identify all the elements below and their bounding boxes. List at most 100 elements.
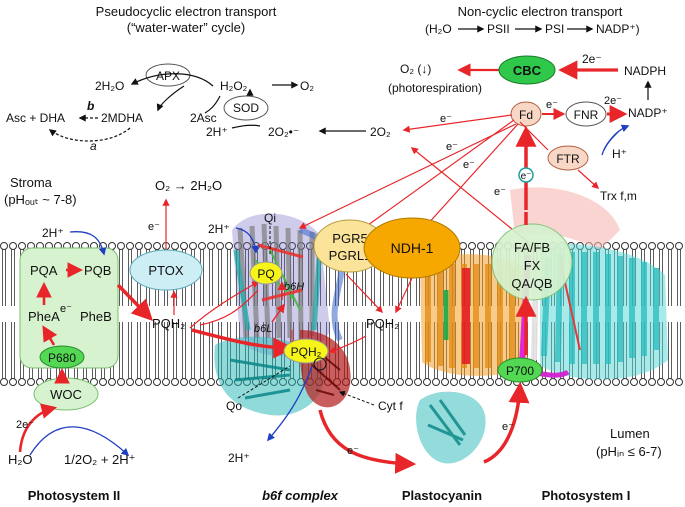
nadp-label: NADP⁺ <box>628 106 668 120</box>
ftr-ellipse <box>547 145 589 171</box>
photorespiration-label: (photorespiration) <box>388 81 482 95</box>
water-asc-dha: Asc + DHA <box>6 111 65 125</box>
psii-pqa: PQA <box>30 263 58 278</box>
noncyclic-title: Non-cyclic electron transport <box>458 4 623 19</box>
lipid-head <box>477 378 485 386</box>
fnr-label: FNR <box>574 108 599 122</box>
fd-o2-e: e⁻ <box>440 113 452 125</box>
lipid-head <box>405 378 413 386</box>
lipid-head <box>126 242 134 250</box>
qo-site-circle <box>313 357 327 371</box>
chain-nadp: NADP⁺) <box>596 22 640 36</box>
lipid-head <box>423 378 431 386</box>
h-plus-nadp: H⁺ <box>612 147 627 161</box>
pc-psi-e: e⁻ <box>502 421 514 433</box>
lipid-head <box>216 242 224 250</box>
water-water-subtitle: (“water-water” cycle) <box>127 20 245 35</box>
fd-fnr-e: e⁻ <box>546 99 558 111</box>
ptox-e: e⁻ <box>148 221 160 233</box>
cytf-label: Cyt f <box>378 399 403 413</box>
lipid-head <box>468 378 476 386</box>
fnr-ellipse <box>565 101 607 127</box>
nadph-label: NADPH <box>624 64 666 78</box>
lipid-head <box>351 378 359 386</box>
lipid-head <box>639 378 647 386</box>
pq-label: PQ <box>257 267 274 281</box>
ptox-o2-h2o: O₂ → 2H₂O <box>155 178 222 193</box>
psii-e: e⁻ <box>60 303 72 315</box>
lipid-head <box>558 378 566 386</box>
ndh-label: NDH-1 <box>391 240 434 256</box>
b6h-label: b6H <box>284 281 304 293</box>
pqh2-center: PQH₂ <box>291 345 322 359</box>
lipid-head <box>180 378 188 386</box>
fd-ndh-e: e⁻ <box>463 159 475 171</box>
lipid-head <box>486 378 494 386</box>
lipid-head <box>9 242 17 250</box>
woc-2e: 2e⁻ <box>16 419 34 431</box>
lipid-head <box>657 242 665 250</box>
p680-label: P680 <box>48 351 76 365</box>
lumen-label: Lumen <box>610 426 650 441</box>
lipid-head <box>189 378 197 386</box>
ftr-label: FTR <box>556 152 580 166</box>
lipid-head <box>18 242 26 250</box>
psi-fx: FX <box>524 258 541 273</box>
water-superoxide: 2O₂•⁻ <box>268 125 299 139</box>
lipid-head <box>387 378 395 386</box>
fnr-2e: 2e⁻ <box>604 95 622 107</box>
label-plastocyanin: Plastocyanin <box>402 488 482 503</box>
lipid-head <box>585 378 593 386</box>
lipid-head <box>432 378 440 386</box>
lipid-head <box>459 378 467 386</box>
lipid-head <box>135 242 143 250</box>
oxygen-2o2: 2O₂ <box>370 125 391 139</box>
sod-label: SOD <box>233 101 259 115</box>
plastocyanin-structure <box>416 391 486 464</box>
lipid-head <box>441 378 449 386</box>
psii-phea: PheA <box>28 309 60 324</box>
lipid-head <box>414 378 422 386</box>
electron-circle <box>518 167 534 183</box>
lipid-head <box>0 242 8 250</box>
pgrl1-label: PGRL1 <box>329 248 372 263</box>
lipid-head <box>594 378 602 386</box>
lumen-ph: (pHᵢₙ ≤ 6-7) <box>596 444 662 459</box>
b6f-pc-e: e⁻ <box>347 445 359 457</box>
lipid-head <box>369 378 377 386</box>
water-o2: O₂ <box>300 79 314 93</box>
lipid-head <box>180 242 188 250</box>
pgr5-label: PGR5 <box>332 231 367 246</box>
lipid-head <box>225 242 233 250</box>
psi-o2-e: e⁻ <box>494 186 506 198</box>
apx-label: APX <box>156 69 180 83</box>
lipid-head <box>360 378 368 386</box>
lipid-head <box>117 242 125 250</box>
label-b6f-complex: b6f complex <box>262 488 339 503</box>
fd-pgr-e: e⁻ <box>446 141 458 153</box>
lipid-head <box>657 378 665 386</box>
lipid-head <box>207 242 215 250</box>
lipid-head <box>612 378 620 386</box>
lipid-head <box>396 378 404 386</box>
lipid-head <box>540 378 548 386</box>
water-2h2o: 2H₂O <box>95 79 124 93</box>
lipid-head <box>162 378 170 386</box>
psi-qaqb: QA/QB <box>511 276 552 291</box>
chain-psi: PSI <box>545 22 564 36</box>
lipid-head <box>90 378 98 386</box>
psii-pqb: PQB <box>84 263 111 278</box>
lipid-head <box>99 378 107 386</box>
lipid-head <box>630 378 638 386</box>
lipid-head <box>639 242 647 250</box>
pseudocyclic-title: Pseudocyclic electron transport <box>96 4 277 19</box>
lipid-head <box>621 242 629 250</box>
ptox-label: PTOX <box>148 263 183 278</box>
lipid-head <box>486 242 494 250</box>
water-2asc: 2Asc <box>190 111 217 125</box>
b6f-2h-out: 2H⁺ <box>228 451 250 465</box>
lipid-head <box>0 378 8 386</box>
ndh-ellipse <box>363 217 461 279</box>
lipid-head <box>9 378 17 386</box>
